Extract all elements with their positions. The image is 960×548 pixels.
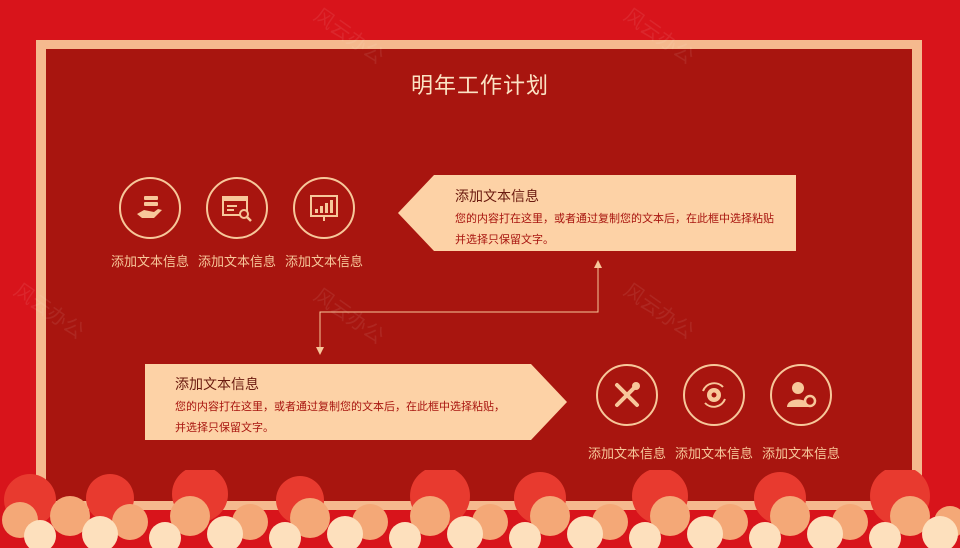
cloud-decoration — [2, 470, 960, 548]
icon-label: 添加文本信息 — [761, 447, 840, 462]
page-title: 明年工作计划 — [410, 74, 549, 99]
card-heading: 添加文本信息 — [455, 189, 539, 205]
card-top: 添加文本信息 您的内容打在这里，或者通过复制您的文本后，在此框中选择粘贴 并选择… — [455, 186, 800, 250]
card-bottom-shape — [145, 364, 567, 440]
user-gear-icon — [770, 364, 832, 426]
search-window-icon — [206, 177, 268, 239]
card-bottom: 添加文本信息 您的内容打在这里，或者通过复制您的文本后，在此框中选择粘贴， 并选… — [175, 374, 535, 438]
gear-refresh-icon — [683, 364, 745, 426]
chart-board-icon — [293, 177, 355, 239]
card-top-shape — [398, 175, 796, 251]
icon-label: 添加文本信息 — [110, 255, 189, 270]
icon-label: 添加文本信息 — [284, 255, 363, 270]
hand-money-icon — [119, 177, 181, 239]
tools-icon — [596, 364, 658, 426]
icon-label: 添加文本信息 — [587, 447, 666, 462]
icon-label: 添加文本信息 — [674, 447, 753, 462]
card-text: 并选择只保留文字。 — [455, 233, 554, 246]
card-text: 您的内容打在这里，或者通过复制您的文本后，在此框中选择粘贴 — [455, 212, 774, 225]
card-heading: 添加文本信息 — [175, 377, 259, 393]
card-text: 并选择只保留文字。 — [175, 421, 274, 434]
card-text: 您的内容打在这里，或者通过复制您的文本后，在此框中选择粘贴， — [175, 400, 505, 413]
icon-label: 添加文本信息 — [197, 255, 276, 270]
